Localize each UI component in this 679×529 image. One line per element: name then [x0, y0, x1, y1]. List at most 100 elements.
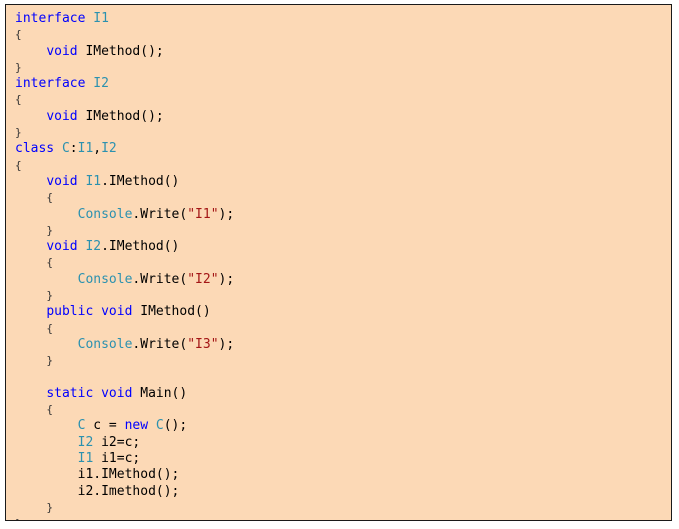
code-token-type-name: I1	[77, 451, 94, 467]
code-line: void I1.IMethod()	[15, 174, 671, 190]
code-token-brace: {	[15, 158, 22, 172]
code-token-type-name: I1	[85, 173, 102, 189]
code-token-string-literal: "I3"	[187, 336, 219, 352]
code-token-brace: }	[46, 500, 53, 514]
code-token-keyword: static	[46, 385, 94, 401]
code-token-string-literal: "I2"	[187, 271, 219, 287]
code-indent	[15, 435, 78, 450]
code-line: C c = new C();	[15, 418, 671, 434]
code-indent	[15, 239, 46, 254]
code-token-type-name: I2	[93, 76, 109, 92]
code-token-keyword: void	[101, 304, 133, 320]
code-token-code-text	[93, 386, 101, 401]
code-line: }	[15, 353, 671, 369]
code-line: }	[15, 223, 671, 239]
code-indent	[15, 451, 78, 466]
code-line: void IMethod();	[15, 44, 671, 60]
code-indent	[15, 255, 46, 270]
code-line: Console.Write("I3");	[15, 337, 671, 353]
code-token-code-text: ,	[93, 141, 102, 157]
code-indent	[15, 386, 46, 401]
code-token-code-text: c =	[85, 418, 125, 434]
code-token-code-text: .Write(	[132, 271, 188, 287]
code-line: {	[15, 321, 671, 337]
code-token-keyword: void	[46, 108, 78, 124]
code-indent	[15, 353, 46, 368]
code-line: interface I2	[15, 76, 671, 92]
code-token-keyword: public	[46, 304, 94, 320]
code-indent	[15, 190, 46, 205]
code-line: }	[15, 288, 671, 304]
code-line: {	[15, 27, 671, 43]
code-token-code-text: );	[218, 336, 235, 352]
code-line: Console.Write("I1");	[15, 207, 671, 223]
code-token-type-name: I2	[85, 239, 102, 255]
code-indent	[15, 288, 46, 303]
code-block: interface I1{ void IMethod();}interface …	[5, 4, 672, 521]
code-line: }	[15, 60, 671, 76]
code-token-code-text: IMethod();	[77, 43, 164, 59]
code-token-code-text: i2=c;	[93, 434, 141, 450]
code-token-type-name: C	[61, 141, 70, 157]
code-indent	[15, 272, 78, 287]
code-line: i1.IMethod();	[15, 467, 671, 483]
code-token-code-text: :	[69, 141, 78, 157]
code-token-code-text: .Write(	[132, 206, 188, 222]
code-token-code-text: i2.Imethod();	[77, 483, 180, 499]
code-line: Console.Write("I2");	[15, 272, 671, 288]
code-token-brace: {	[46, 321, 53, 335]
code-token-string-literal: "I1"	[187, 206, 219, 222]
code-token-brace: {	[15, 28, 22, 42]
code-line: }	[15, 516, 671, 520]
code-token-type-name: Console	[77, 206, 133, 222]
code-token-code-text: ();	[163, 418, 188, 434]
code-token-code-text	[148, 418, 156, 433]
code-token-keyword: void	[101, 385, 133, 401]
code-line: i2.Imethod();	[15, 484, 671, 500]
code-line: void IMethod();	[15, 109, 671, 125]
code-token-keyword: void	[46, 43, 78, 59]
code-token-keyword: void	[46, 173, 78, 189]
code-line: {	[15, 190, 671, 206]
code-token-brace: {	[46, 403, 53, 417]
code-token-type-name: I2	[101, 141, 117, 157]
code-token-code-text: );	[218, 271, 235, 287]
code-indent	[15, 418, 78, 433]
code-token-brace: {	[15, 93, 22, 107]
code-token-code-text	[54, 141, 62, 156]
code-token-type-name: C	[77, 418, 86, 434]
code-indent	[15, 500, 46, 515]
code-token-code-text: .IMethod()	[101, 239, 180, 255]
code-indent	[15, 467, 78, 482]
code-token-code-text: );	[218, 206, 235, 222]
code-line: void I2.IMethod()	[15, 239, 671, 255]
code-line: }	[15, 125, 671, 141]
code-line: {	[15, 158, 671, 174]
code-token-keyword: void	[46, 239, 78, 255]
code-token-brace: {	[46, 191, 53, 205]
code-line: I2 i2=c;	[15, 435, 671, 451]
code-line: {	[15, 92, 671, 108]
code-token-code-text	[93, 304, 101, 319]
code-token-brace: }	[46, 223, 53, 237]
code-token-brace: }	[15, 517, 22, 520]
code-indent	[15, 321, 46, 336]
code-token-code-text: IMethod();	[77, 108, 164, 124]
code-line: }	[15, 500, 671, 516]
code-token-brace: }	[46, 354, 53, 368]
code-line: interface I1	[15, 11, 671, 27]
code-token-type-name: C	[155, 418, 164, 434]
code-indent	[15, 337, 78, 352]
code-token-code-text: Main()	[132, 385, 188, 401]
code-token-brace: }	[15, 60, 22, 74]
code-token-keyword: interface	[15, 11, 86, 26]
code-token-keyword: class	[15, 141, 55, 157]
code-token-keyword: new	[124, 418, 149, 434]
code-token-brace: }	[46, 289, 53, 303]
code-token-brace: {	[46, 256, 53, 270]
code-token-brace: }	[15, 126, 22, 140]
code-token-type-name: Console	[77, 271, 133, 287]
code-token-keyword: interface	[15, 76, 86, 92]
code-indent	[15, 304, 46, 319]
code-token-code-text: IMethod()	[132, 304, 211, 320]
